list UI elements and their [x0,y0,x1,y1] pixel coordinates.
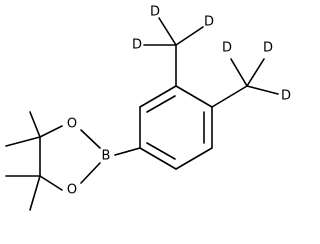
pinacol-boronate: B O O [5,111,141,211]
bond-oxygen-upper-carbon [39,125,63,138]
bond-cd3-right-d-top [230,58,248,87]
bond-ring-2 [175,85,213,108]
bond-methyl-1 [29,111,41,138]
bond-ring-double-1 [146,95,176,113]
bond-oxygen-lower-carbon [39,175,63,191]
atom-d-4: D [222,41,232,56]
atom-oxygen-upper: O [67,117,77,132]
bond-cd3-upper-d-right [175,26,204,46]
bond-cd3-right-d-bottom [246,85,279,95]
benzene-ring [139,85,213,170]
bond-ring-to-cd3-right [211,85,248,108]
methyl-d3-upper: D D D [132,5,214,87]
bond-methyl-2 [5,136,41,147]
bond-cd3-upper-d-top [158,17,177,46]
molecule-drawing: D D D D D D B O O [5,5,291,211]
bond-ring-to-boron [114,147,141,156]
bond-ring-5 [139,147,177,170]
methyl-d3-right: D D D [211,41,291,108]
bond-methyl-4 [29,175,41,211]
bond-ring-4 [175,147,213,170]
atom-d-2: D [204,15,214,30]
bond-ring-1 [139,85,177,108]
atom-d-1: D [150,5,160,20]
bond-cd3-right-d-right [246,58,265,87]
atom-oxygen-lower: O [67,183,77,198]
atom-d-5: D [263,41,273,56]
bond-boron-oxygen-lower [80,162,101,184]
atom-boron: B [102,149,111,164]
bond-boron-oxygen-upper [80,129,101,149]
atom-d-3: D [132,38,142,53]
structure-diagram: D D D D D D B O O [5,4,292,211]
bond-ring-double-3 [146,142,176,160]
atom-d-6: D [281,89,291,104]
